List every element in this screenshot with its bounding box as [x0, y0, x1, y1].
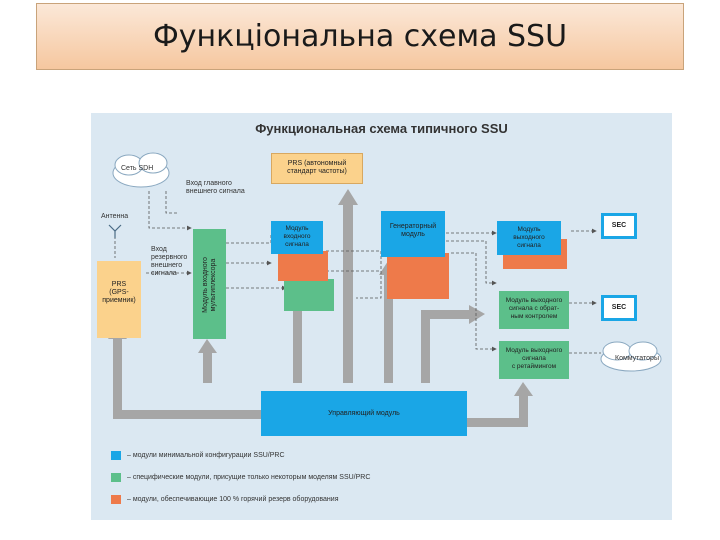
prs-gps-box: PRS (GPS- приемник) [97, 261, 141, 338]
output-retiming-module-box: Модуль выходного сигнала с ретаймингом [499, 341, 569, 379]
sec-box-1: SEC [601, 213, 637, 239]
generator-orange-box [387, 253, 449, 299]
legend-swatch-blue [111, 450, 121, 460]
legend-text-minimal: – модули минимальной конфигурации SSU/PR… [127, 451, 285, 459]
clouds [112, 152, 662, 372]
reserve-input-label: Вход резервного внешнего сигнала [151, 246, 188, 277]
output-feedback-module-box: Модуль выходного сигнала с обрат- ным ко… [499, 291, 569, 329]
prs-autonomous-box: PRS (автономный стандарт частоты) [271, 153, 363, 184]
input-module-orange [278, 251, 328, 281]
legend-item-specific: – специфические модули, присущие только … [111, 471, 370, 483]
slide-title-bar: Функціональна схема SSU [36, 3, 684, 70]
control-arrows [108, 189, 533, 427]
legend-item-reserve: – модули, обеспечивающие 100 % горячий р… [111, 493, 339, 505]
legend-item-minimal: – модули минимальной конфигурации SSU/PR… [111, 449, 285, 461]
output-module-box: Модуль выходного сигнала [497, 221, 561, 255]
main-input-label: Вход главного внешнего сигнала [186, 180, 245, 195]
slide-title: Функціональна схема SSU [152, 19, 568, 54]
input-module-green [284, 279, 334, 311]
control-module-box: Управляющий модуль [261, 391, 467, 436]
input-mux-box: Модуль входного мультиплексора [193, 229, 226, 339]
diagram-connections [108, 152, 662, 427]
antenna-label: Антенна [101, 213, 129, 220]
input-mux-label: Модуль входного мультиплексора [202, 257, 217, 313]
legend-swatch-green [111, 472, 121, 482]
input-signal-module-box: Модуль входного сигнала [271, 221, 323, 254]
ssu-diagram: Функциональная схема типичного SSU Сеть … [91, 113, 672, 520]
antenna-icon [108, 224, 122, 238]
legend-swatch-orange [111, 494, 121, 504]
sdh-network-label: Сеть SDH [121, 165, 154, 172]
switches-label: Коммутаторы [615, 355, 659, 362]
diagram-title: Функциональная схема типичного SSU [255, 121, 508, 136]
generator-module-box: Генераторный модуль [381, 211, 445, 257]
legend-text-reserve: – модули, обеспечивающие 100 % горячий р… [127, 495, 339, 503]
legend-text-specific: – специфические модули, присущие только … [127, 473, 371, 481]
sec-box-2: SEC [601, 295, 637, 321]
